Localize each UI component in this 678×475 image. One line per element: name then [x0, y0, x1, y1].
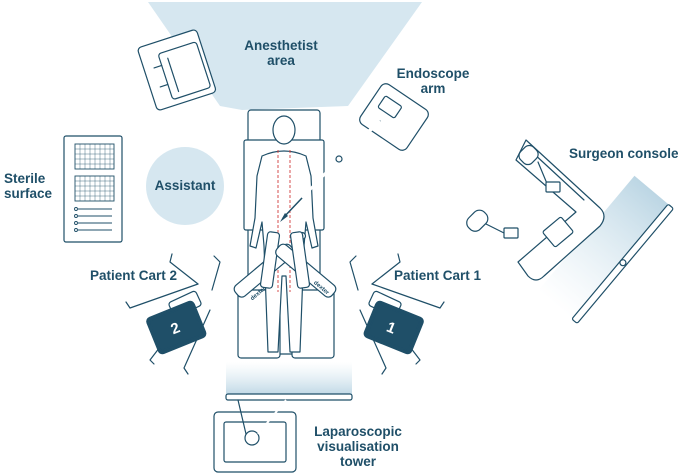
- patient-cart-2-label: Patient Cart 2: [90, 268, 178, 283]
- patient-cart-1-label: Patient Cart 1: [394, 268, 482, 283]
- laparoscopic-tower-unit: [213, 362, 353, 473]
- anesthetist-zone: [148, 2, 422, 110]
- sterile-surface-table: [63, 135, 123, 243]
- surgeon-console-unit: [466, 139, 674, 324]
- patient-cart-1-unit: dexter: [275, 231, 445, 375]
- assistant-zone: [146, 147, 224, 225]
- endoscope-arm-label: Endoscope arm: [396, 66, 470, 96]
- anesthesia-machine: [137, 29, 217, 111]
- endoscope-arm-unit: [280, 83, 429, 222]
- anesthetist-area-label: Anesthetist area: [244, 38, 318, 68]
- surgeon-console-label: Surgeon console: [569, 146, 678, 161]
- laparoscopic-tower-label: Laparoscopic visualisation tower: [314, 424, 402, 469]
- assistant-label: Assistant: [154, 178, 216, 193]
- sterile-surface-label: Sterile surface: [4, 171, 53, 201]
